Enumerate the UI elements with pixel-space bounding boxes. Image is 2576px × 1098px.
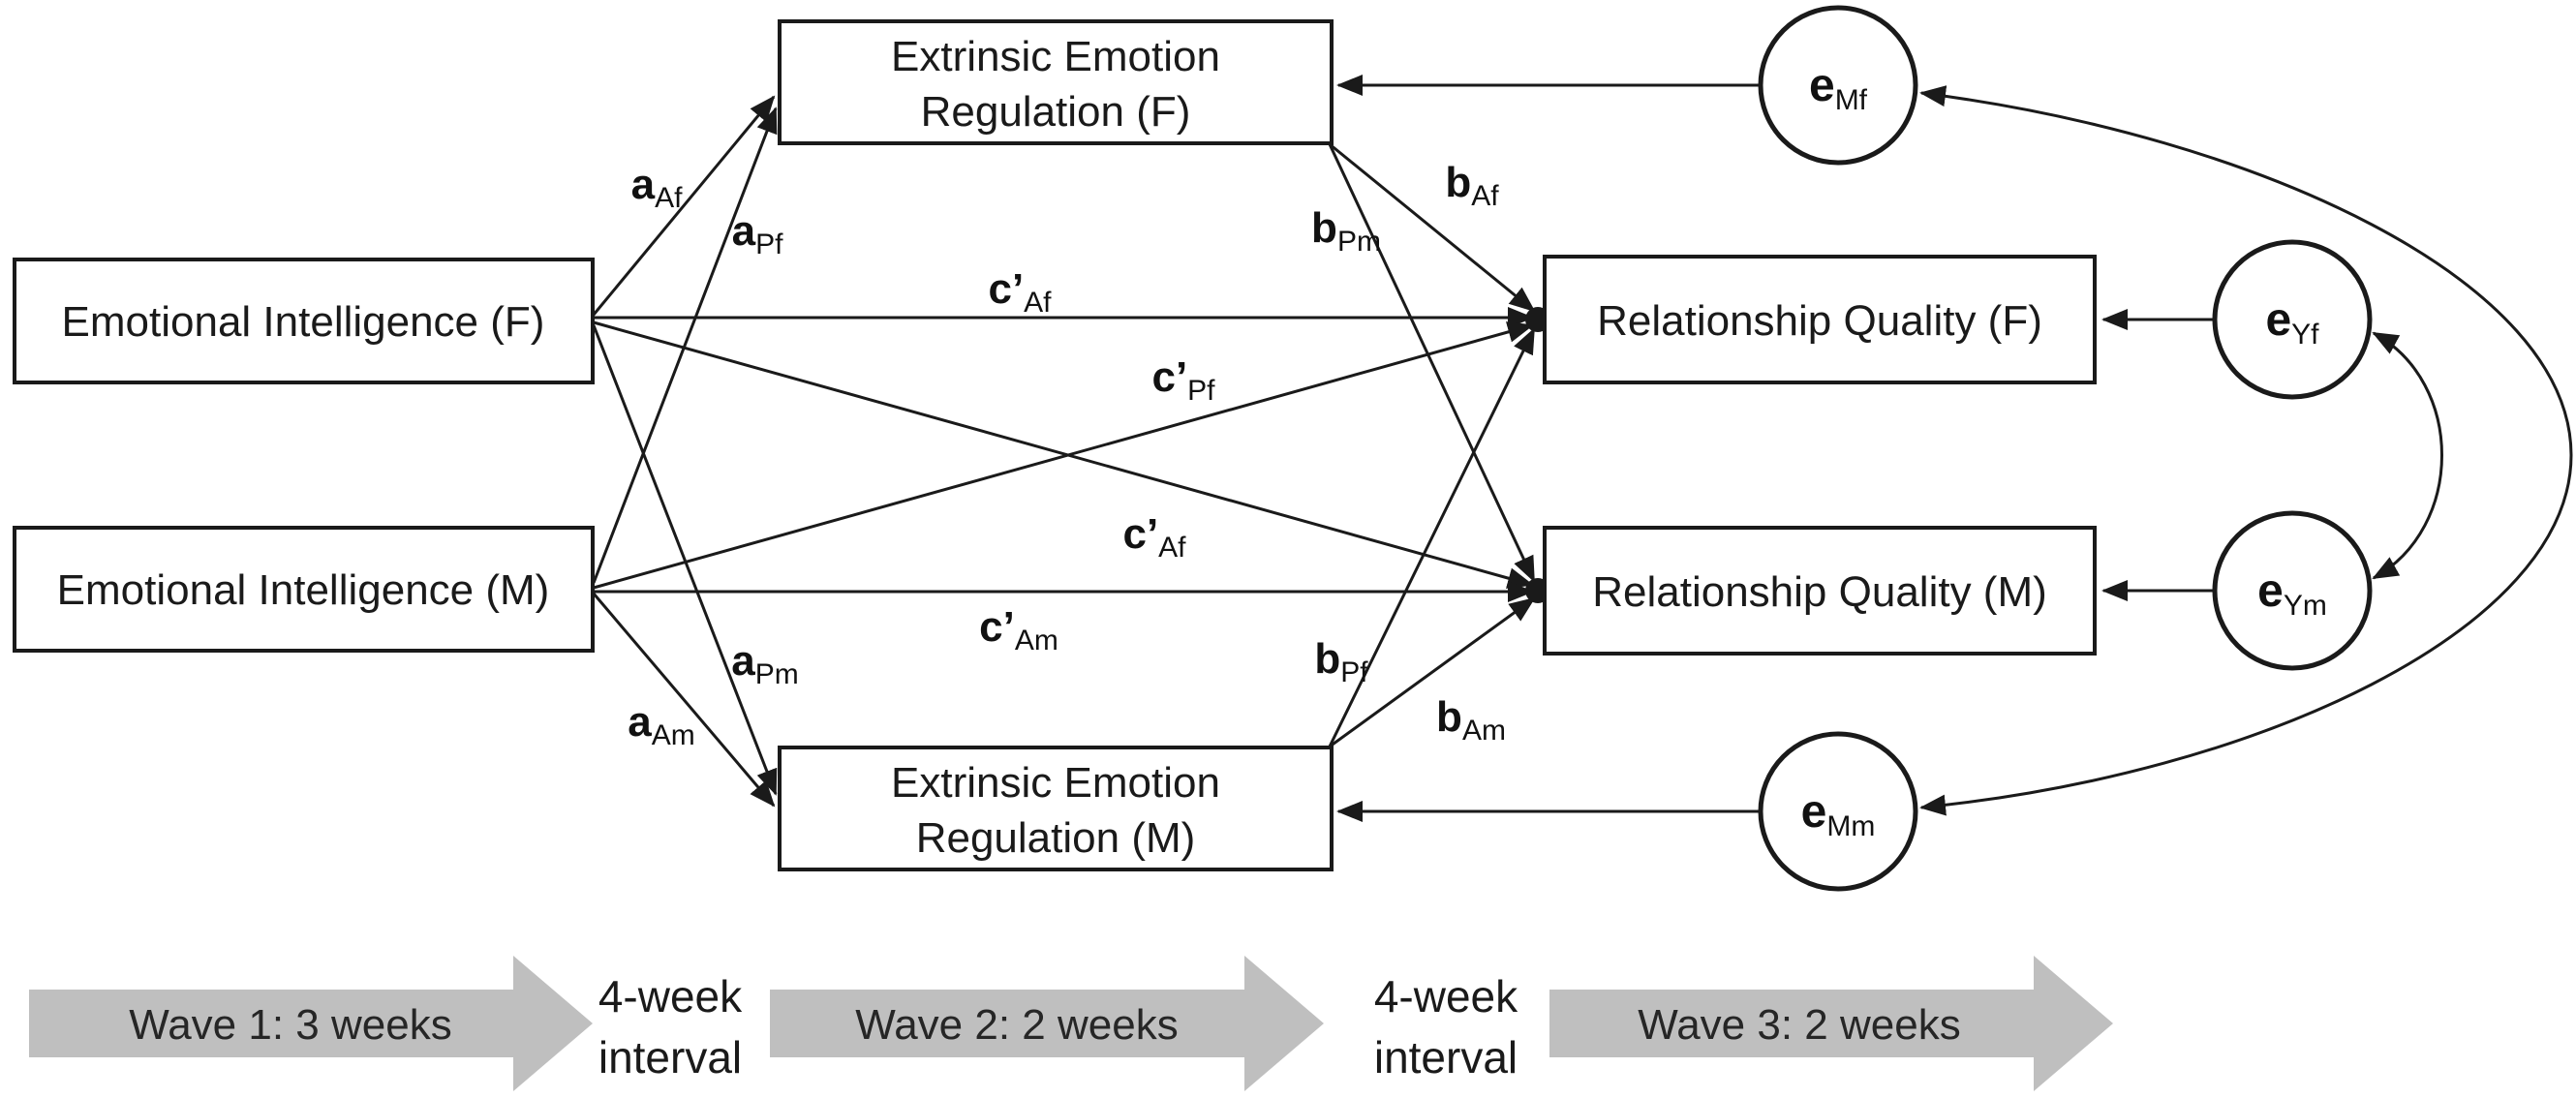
- label-b-pm: bPm: [1311, 204, 1381, 258]
- ei-f-label: Emotional Intelligence (F): [62, 298, 545, 346]
- label-c-pf: c’Pf: [1151, 353, 1215, 407]
- e-mf-circle: [1758, 5, 1918, 166]
- path-b-pf-line: [1328, 327, 1536, 747]
- covariance-curve-e-mf-e-mm: [1919, 85, 2573, 816]
- e-mm-label: eMm: [1801, 786, 1876, 842]
- regression-paths: [592, 75, 2573, 822]
- label-c-am: c’Am: [979, 603, 1058, 656]
- rq-f-label: Relationship Quality (F): [1597, 297, 2042, 345]
- ei-m-box: [13, 526, 595, 653]
- timeline-arrow-wave1: [29, 956, 593, 1091]
- error-terms: eMf eYf eYm eMm: [1758, 5, 2373, 892]
- timeline-interval2-line2: interval: [1374, 1032, 1518, 1083]
- e-yf-circle: [2212, 239, 2373, 400]
- timeline-interval1-line1: 4-week: [598, 971, 743, 1022]
- ei-f-box: [13, 258, 595, 384]
- path-c-pf-line: [593, 321, 1534, 590]
- timeline-wave2-label: Wave 2: 2 weeks: [855, 1001, 1178, 1049]
- label-b-am: bAm: [1436, 693, 1506, 747]
- label-a-pm: aPm: [731, 637, 798, 690]
- label-c-af-dup: c’Af: [1122, 510, 1186, 564]
- label-a-pf: aPf: [732, 207, 783, 260]
- rq-m-box: [1543, 526, 2097, 656]
- covariance-curve-e-yf-e-ym: [2372, 331, 2443, 580]
- label-c-af-top: c’Af: [988, 265, 1052, 319]
- label-a-am: aAm: [628, 698, 694, 751]
- path-a-am-line: [592, 593, 776, 808]
- timeline-wave1-label: Wave 1: 3 weeks: [129, 1001, 451, 1049]
- study-timeline: Wave 1: 3 weeks 4-week interval Wave 2: …: [29, 956, 2113, 1091]
- e-yf-label: eYf: [2265, 294, 2319, 351]
- timeline-wave3-label: Wave 3: 2 weeks: [1638, 1001, 1960, 1049]
- timeline-interval2-line1: 4-week: [1374, 971, 1518, 1022]
- variable-boxes: Emotional Intelligence (F) Emotional Int…: [13, 19, 2097, 871]
- label-b-af: bAf: [1445, 159, 1499, 212]
- timeline-arrow-wave2: [770, 956, 1324, 1091]
- e-mm-circle: [1758, 731, 1918, 892]
- path-a-af-line: [592, 95, 776, 316]
- e-mf-label: eMf: [1809, 60, 1868, 116]
- path-b-am-line: [1329, 596, 1536, 748]
- eer-m-box: [778, 746, 1334, 871]
- path-b-pm-line: [1328, 143, 1536, 583]
- rq-f-box: [1543, 255, 2097, 384]
- eer-f-box: [778, 19, 1334, 145]
- timeline-interval1-line2: interval: [598, 1032, 742, 1083]
- label-b-pf: bPf: [1314, 635, 1368, 688]
- path-coefficient-labels: aAf aPf bAf bPm c’Af c’Pf c’Af c’Am aPm …: [628, 159, 1506, 751]
- eer-m-label-line1: Extrinsic Emotion: [891, 759, 1220, 807]
- label-a-af: aAf: [631, 161, 683, 214]
- rq-m-label: Relationship Quality (M): [1592, 568, 2047, 616]
- e-ym-circle: [2212, 510, 2373, 671]
- path-c-af-dup-line: [593, 320, 1534, 589]
- path-a-pm-line: [592, 324, 778, 796]
- eer-f-label-line2: Regulation (F): [921, 88, 1191, 136]
- timeline-arrow-wave3: [1549, 956, 2113, 1091]
- eer-m-label-line2: Regulation (M): [916, 814, 1196, 862]
- ei-m-label: Emotional Intelligence (M): [57, 566, 550, 614]
- e-ym-label: eYm: [2257, 565, 2327, 622]
- path-a-pf-line: [592, 107, 778, 584]
- path-b-af-line: [1329, 142, 1536, 313]
- eer-f-label-line1: Extrinsic Emotion: [891, 33, 1220, 80]
